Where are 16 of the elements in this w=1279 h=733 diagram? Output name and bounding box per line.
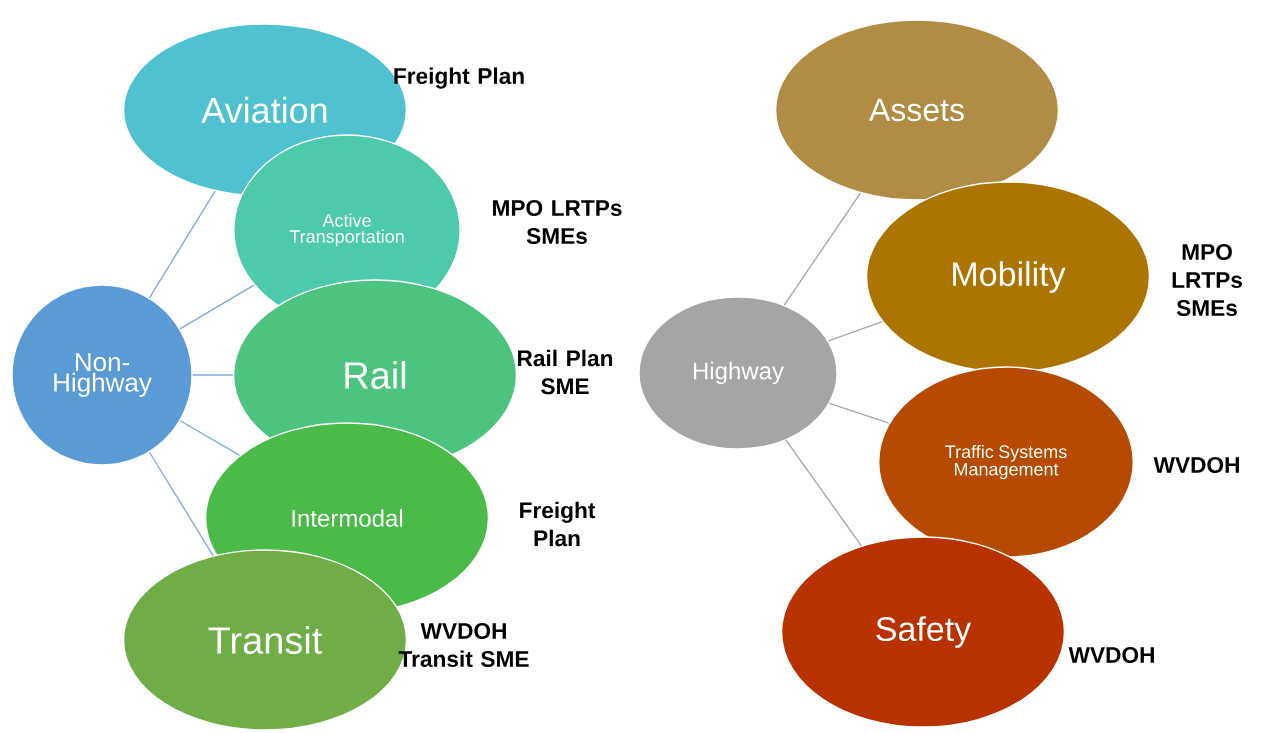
connector-line: [148, 190, 216, 299]
node-caption: WVDOH: [1153, 457, 1239, 474]
connector-line: [785, 439, 863, 547]
connector-line: [148, 451, 214, 557]
connector-line: [192, 374, 234, 376]
connector-line: [783, 192, 862, 306]
node-caption: Freight Plan: [394, 67, 524, 89]
connector-line: [179, 420, 241, 456]
connector-line: [179, 284, 255, 330]
node-caption: MPO LRTPs SMEs: [1172, 244, 1242, 317]
node-caption: Freight Plan: [520, 501, 596, 547]
connector-line: [828, 402, 890, 424]
node-caption: WVDOH: [1068, 647, 1154, 664]
node-caption: Rail Plan SME: [518, 349, 613, 395]
node-caption: MPO LRTPs SMEs: [493, 200, 622, 245]
connector-line: [827, 321, 884, 342]
